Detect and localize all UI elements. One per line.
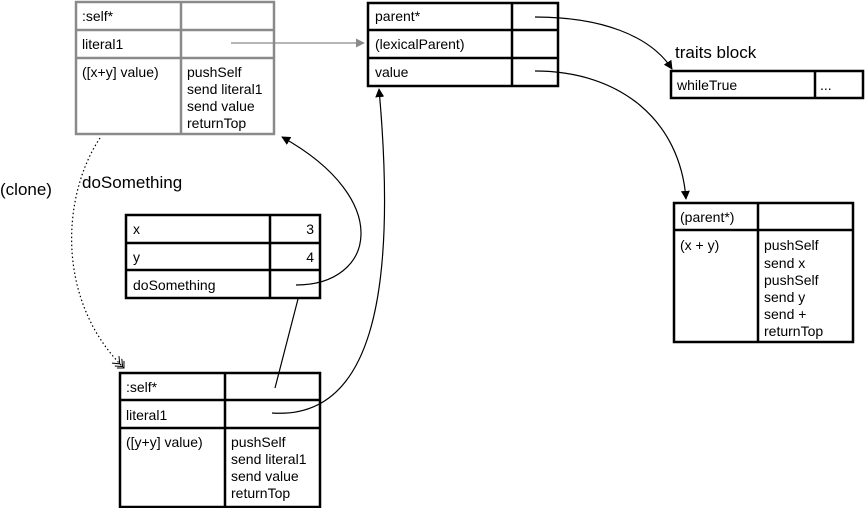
code-line: pushSelf: [764, 237, 819, 253]
self-slot-label: :self*: [82, 8, 114, 24]
code-line: returnTop: [231, 485, 290, 501]
parent-to-traits-arrow: [534, 16, 673, 70]
code-line: pushSelf: [187, 64, 242, 80]
code-line: returnTop: [764, 323, 823, 339]
code-label: ([y+y] value): [126, 434, 203, 450]
y-slot-label: y: [133, 249, 140, 265]
while-true-slot-label: whileTrue: [676, 77, 737, 93]
code-line: send x: [764, 255, 805, 271]
block-object: parent* (lexicalParent) value: [366, 1, 560, 88]
clone-dotted-arrow: [71, 137, 125, 369]
code-line: pushSelf: [231, 434, 286, 450]
parent-slot-label: (parent*): [680, 209, 734, 225]
code-label: (x + y): [680, 237, 719, 253]
code-line: returnTop: [187, 115, 246, 131]
do-something-to-method-arrow: [281, 136, 362, 286]
x-slot-label: x: [133, 221, 140, 237]
y-slot-value: 4: [306, 249, 314, 265]
literal-slot-label: literal1: [82, 36, 123, 52]
code-line: send +: [764, 306, 806, 322]
code-line: send literal1: [231, 451, 307, 467]
code-label: ([x+y] value): [82, 64, 159, 80]
more-slots-label: ...: [820, 77, 832, 93]
do-something-slot-label: doSomething: [133, 277, 216, 293]
code-line: pushSelf: [764, 272, 819, 288]
parent-slot-label: parent*: [375, 8, 421, 24]
clone-label: (clone): [0, 180, 52, 199]
code-line: send y: [764, 289, 805, 305]
do-something-label: doSomething: [82, 173, 182, 192]
lexical-parent-slot-label: (lexicalParent): [375, 36, 464, 52]
code-line: send value: [187, 98, 255, 114]
receiver-object: x 3 y 4 doSomething: [124, 213, 322, 300]
code-line: send literal1: [187, 81, 263, 97]
value-to-method-arrow: [534, 70, 690, 200]
traits-block-object: whileTrue ...: [669, 69, 865, 100]
value-slot-label: value: [375, 64, 409, 80]
self-slot-label: :self*: [126, 379, 158, 395]
traits-block-label: traits block: [675, 43, 757, 62]
value-method-object: (parent*) (x + y) pushSelf send x pushSe…: [672, 201, 855, 344]
code-line: send value: [231, 468, 299, 484]
method-object-top: :self* literal1 ([x+y] value) pushSelf s…: [74, 0, 276, 136]
x-slot-value: 3: [306, 221, 314, 237]
clone-self-to-receiver-line: [274, 298, 299, 389]
clone-literal-to-block-arrow: [271, 88, 386, 414]
method-object-clone: :self* literal1 ([y+y] value) pushSelf s…: [118, 371, 322, 508]
literal-slot-label: literal1: [126, 407, 167, 423]
